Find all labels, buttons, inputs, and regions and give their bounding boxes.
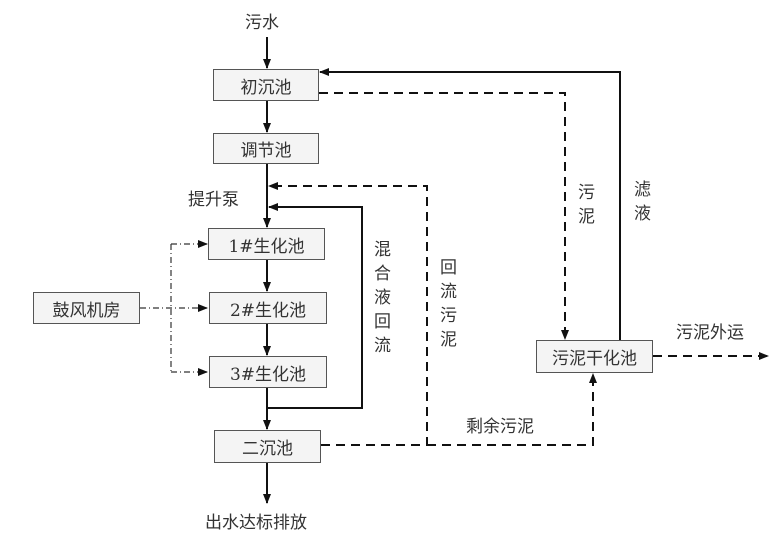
excess-sludge-line [427, 373, 597, 446]
bio-tank-1-box: 1#生化池 [208, 228, 325, 260]
inlet-label: 污水 [245, 13, 279, 33]
effluent-label: 出水达标排放 [205, 513, 307, 533]
secondary-clarifier-box: 二沉池 [214, 430, 321, 463]
mixed-liquor-return-line [267, 203, 363, 409]
blower-room-box: 鼓风机房 [33, 292, 140, 324]
sludge-export-label: 污泥外运 [676, 323, 744, 343]
filtrate-label: 滤液 [630, 180, 650, 228]
primary-clarifier-box: 初沉池 [213, 69, 319, 101]
sludge-line [319, 92, 569, 340]
return-sludge-line [268, 182, 428, 446]
mixed-liquor-return-label: 混合液回流 [370, 240, 390, 360]
lift-pump-label: 提升泵 [188, 190, 239, 210]
bio-tank-3-box: 3#生化池 [209, 356, 327, 388]
excess-sludge-label: 剩余污泥 [466, 417, 534, 437]
equalization-tank-box: 调节池 [213, 133, 319, 164]
sludge-label: 污泥 [574, 183, 594, 231]
filtrate-return-line [319, 68, 621, 340]
bio-tank-2-box: 2#生化池 [209, 292, 327, 324]
sludge-drying-box: 污泥干化池 [536, 340, 653, 373]
return-sludge-label: 回流污泥 [436, 258, 456, 354]
